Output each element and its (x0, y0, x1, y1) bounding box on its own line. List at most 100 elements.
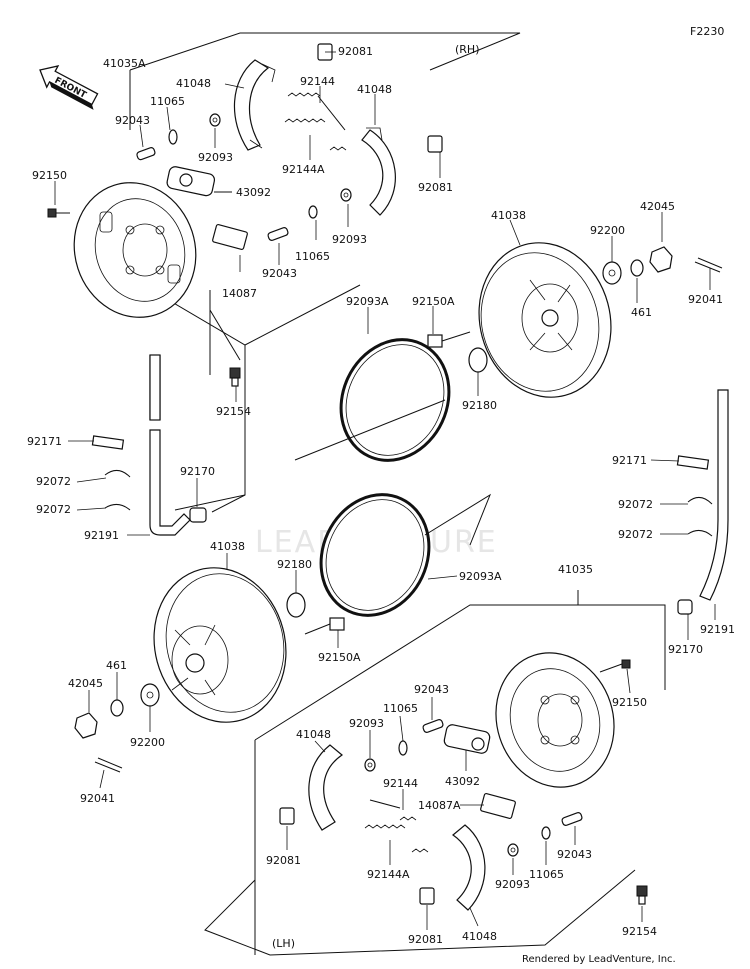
part-label: 92093 (349, 717, 384, 730)
part-label: 92200 (130, 736, 165, 749)
part-label: 461 (106, 659, 127, 672)
clamp-92072-right-b (687, 530, 713, 537)
clamp-92170-right (677, 599, 693, 615)
cup-92093-lh-a (364, 758, 376, 772)
part-label: 92171 (612, 454, 647, 467)
part-label: 11065 (150, 95, 185, 108)
part-label: 92150A (318, 651, 361, 664)
brake-shoe-lh-upper (308, 744, 343, 831)
oring-92180-lh (286, 592, 306, 618)
part-label: 92081 (266, 854, 301, 867)
clamp-92072-right-a (687, 497, 713, 505)
clamp-92170-left (189, 507, 207, 523)
part-label: 461 (631, 306, 652, 319)
part-label: 43092 (445, 775, 480, 788)
part-label: 92041 (688, 293, 723, 306)
part-label: 92093 (495, 878, 530, 891)
bolt-92150A-lh (304, 617, 345, 635)
part-label: 92150 (612, 696, 647, 709)
part-label: 11065 (295, 250, 330, 263)
part-label: 41038 (210, 540, 245, 553)
clamp-92072-left-a (104, 470, 131, 478)
cup-92093-rh-b (340, 188, 352, 202)
part-label: 42045 (640, 200, 675, 213)
part-label: 92093A (459, 570, 502, 583)
bolt-92154-rh (229, 367, 241, 387)
part-label: 92041 (80, 792, 115, 805)
part-label: 92043 (414, 683, 449, 696)
part-label: 41035A (103, 57, 146, 70)
part-label: 92150A (412, 295, 455, 308)
plate-92171-right (676, 455, 710, 470)
cup-92093-rh-a (209, 113, 221, 127)
part-label: 92144 (383, 777, 418, 790)
part-label: 92072 (36, 475, 71, 488)
part-label: 92154 (622, 925, 657, 938)
washer-11065-rh-a (168, 129, 178, 145)
side-lh-label: (LH) (272, 937, 295, 950)
part-label: 41048 (357, 83, 392, 96)
hose-92191-right (699, 389, 729, 601)
clip-92081-rh-b (427, 135, 443, 153)
part-label: 92144A (367, 868, 410, 881)
page-code: F2230 (690, 25, 724, 38)
part-label: 14087 (222, 287, 257, 300)
washer-92200-rh (602, 261, 622, 285)
part-label: 92144A (282, 163, 325, 176)
part-label: 92081 (408, 933, 443, 946)
part-labels: 41035A 41048 92081 92144 41048 11065 920… (27, 45, 735, 946)
part-label: 92191 (700, 623, 735, 636)
part-label: 11065 (529, 868, 564, 881)
washer-11065-rh-b (308, 205, 318, 219)
part-label: 41038 (491, 209, 526, 222)
part-label: 41048 (176, 77, 211, 90)
brake-shoe-rh-upper (233, 59, 276, 151)
plate-14087A-lh (480, 793, 516, 819)
hose-92191-left (149, 354, 191, 536)
side-rh-label: (RH) (455, 43, 480, 56)
part-label: 41035 (558, 563, 593, 576)
oring-92180-rh (468, 347, 488, 373)
wheel-cylinder-lh (443, 724, 491, 754)
part-label: 92072 (36, 503, 71, 516)
brake-drum-lh (153, 567, 287, 723)
part-label: 43092 (236, 186, 271, 199)
bolt-92150-rh (47, 208, 70, 218)
part-label: 92154 (216, 405, 251, 418)
bolt-92150-lh (599, 659, 631, 673)
clip-92081-lh-b (419, 887, 435, 905)
bolt-92154-lh (636, 885, 648, 905)
part-label: 92200 (590, 224, 625, 237)
nut-42045-lh (74, 712, 98, 739)
washer-11065-lh-b (541, 826, 551, 840)
cup-92093-lh-b (507, 843, 519, 857)
brake-shoe-lh-lower (452, 824, 486, 911)
seal-92093A-lower (319, 493, 492, 617)
rh-group-outline (74, 32, 521, 513)
cotter-pin-92041-rh (694, 257, 723, 273)
footer-credit: Rendered by LeadVenture, Inc. (522, 954, 676, 965)
part-label: 92150 (32, 169, 67, 182)
front-arrow-icon: FRONT (39, 65, 99, 110)
part-label: 92144 (300, 75, 335, 88)
part-label: 41048 (462, 930, 497, 943)
part-label: 92043 (557, 848, 592, 861)
nut-42045-rh (649, 246, 673, 273)
pin-92043-rh-a (136, 147, 156, 161)
part-label: 92072 (618, 528, 653, 541)
washer-461-lh (110, 699, 124, 717)
leader-lines (54, 51, 716, 930)
part-label: 92043 (115, 114, 150, 127)
brake-shoe-rh-lower (361, 127, 396, 216)
part-label: 11065 (383, 702, 418, 715)
pin-92043-lh-a (422, 719, 444, 733)
part-label: 92170 (668, 643, 703, 656)
seal-92093A-upper (294, 338, 451, 462)
part-label: 92170 (180, 465, 215, 478)
plate-92171-left (91, 435, 125, 450)
bolt-92150A-rh (427, 331, 471, 348)
plate-14087-rh (212, 224, 248, 250)
clip-92081-lh-a (279, 807, 295, 825)
